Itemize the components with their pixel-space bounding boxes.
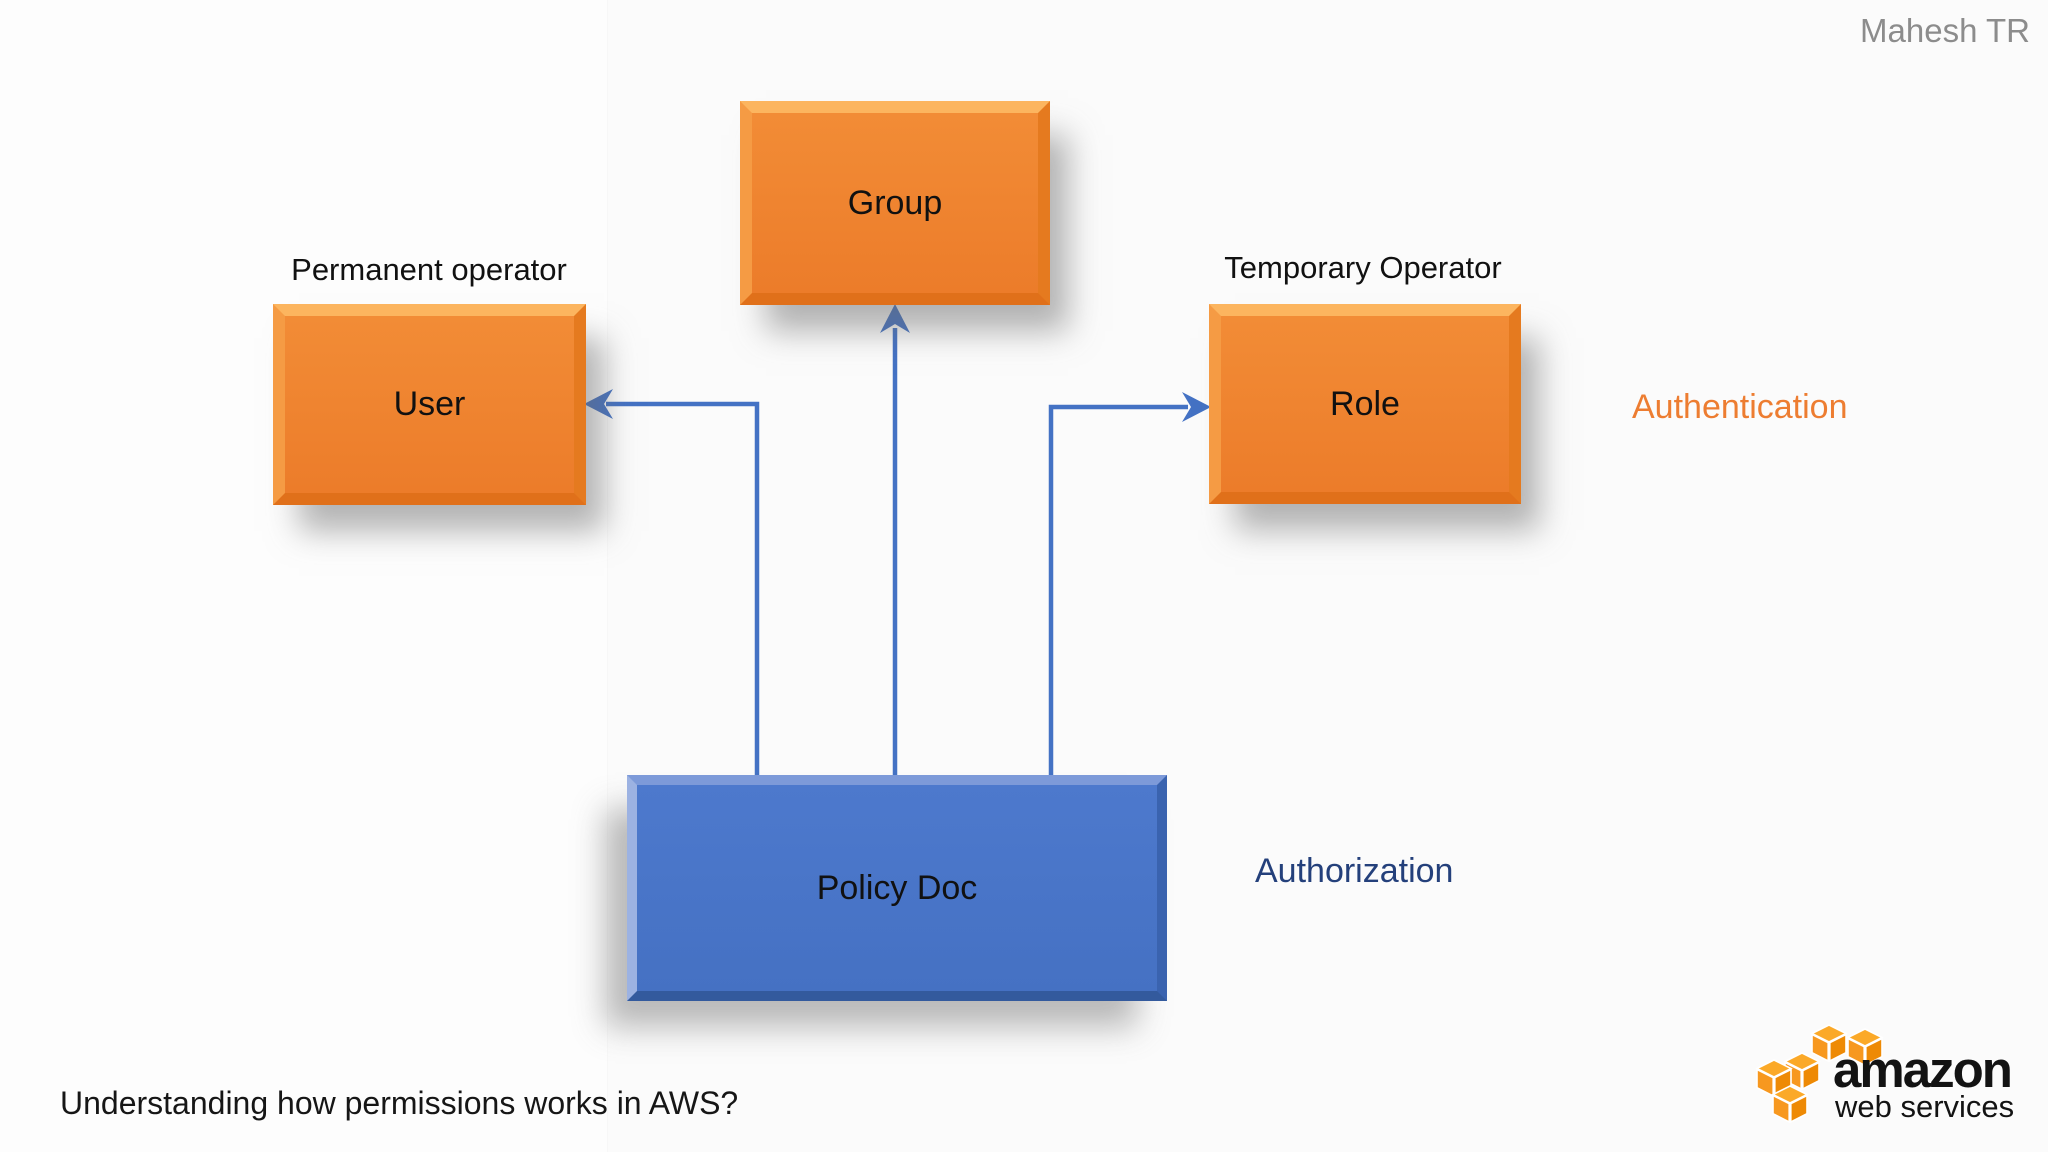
arrow-right-icon <box>1182 392 1211 422</box>
policy-doc-box: Policy Doc <box>627 775 1167 1001</box>
connector-policy-to-group <box>880 304 910 776</box>
user-box-label: User <box>393 385 466 423</box>
aws-logo: amazon web services <box>1756 1024 2014 1124</box>
authorization-label: Authorization <box>1255 852 1454 890</box>
amazon-wordmark: amazon <box>1833 1041 2011 1098</box>
group-box-label: Group <box>847 183 943 222</box>
arrow-left-icon <box>584 389 613 419</box>
role-caption: Temporary Operator <box>1224 250 1502 285</box>
policy-doc-box-label: Policy Doc <box>816 868 978 907</box>
background-panel <box>0 0 608 1152</box>
group-box: Group <box>740 101 1050 305</box>
connector-policy-to-role <box>1048 392 1211 776</box>
arrow-up-icon <box>880 304 910 333</box>
connector-policy-to-user <box>584 389 760 776</box>
role-box-label: Role <box>1330 384 1400 423</box>
amazon-subtitle: web services <box>1834 1089 2014 1124</box>
user-box: User <box>273 304 586 505</box>
footer-question: Understanding how permissions works in A… <box>60 1085 739 1121</box>
role-box: Role <box>1209 304 1521 504</box>
authentication-label: Authentication <box>1632 388 1848 426</box>
user-caption: Permanent operator <box>291 252 567 287</box>
author-name: Mahesh TR <box>1860 12 2030 49</box>
